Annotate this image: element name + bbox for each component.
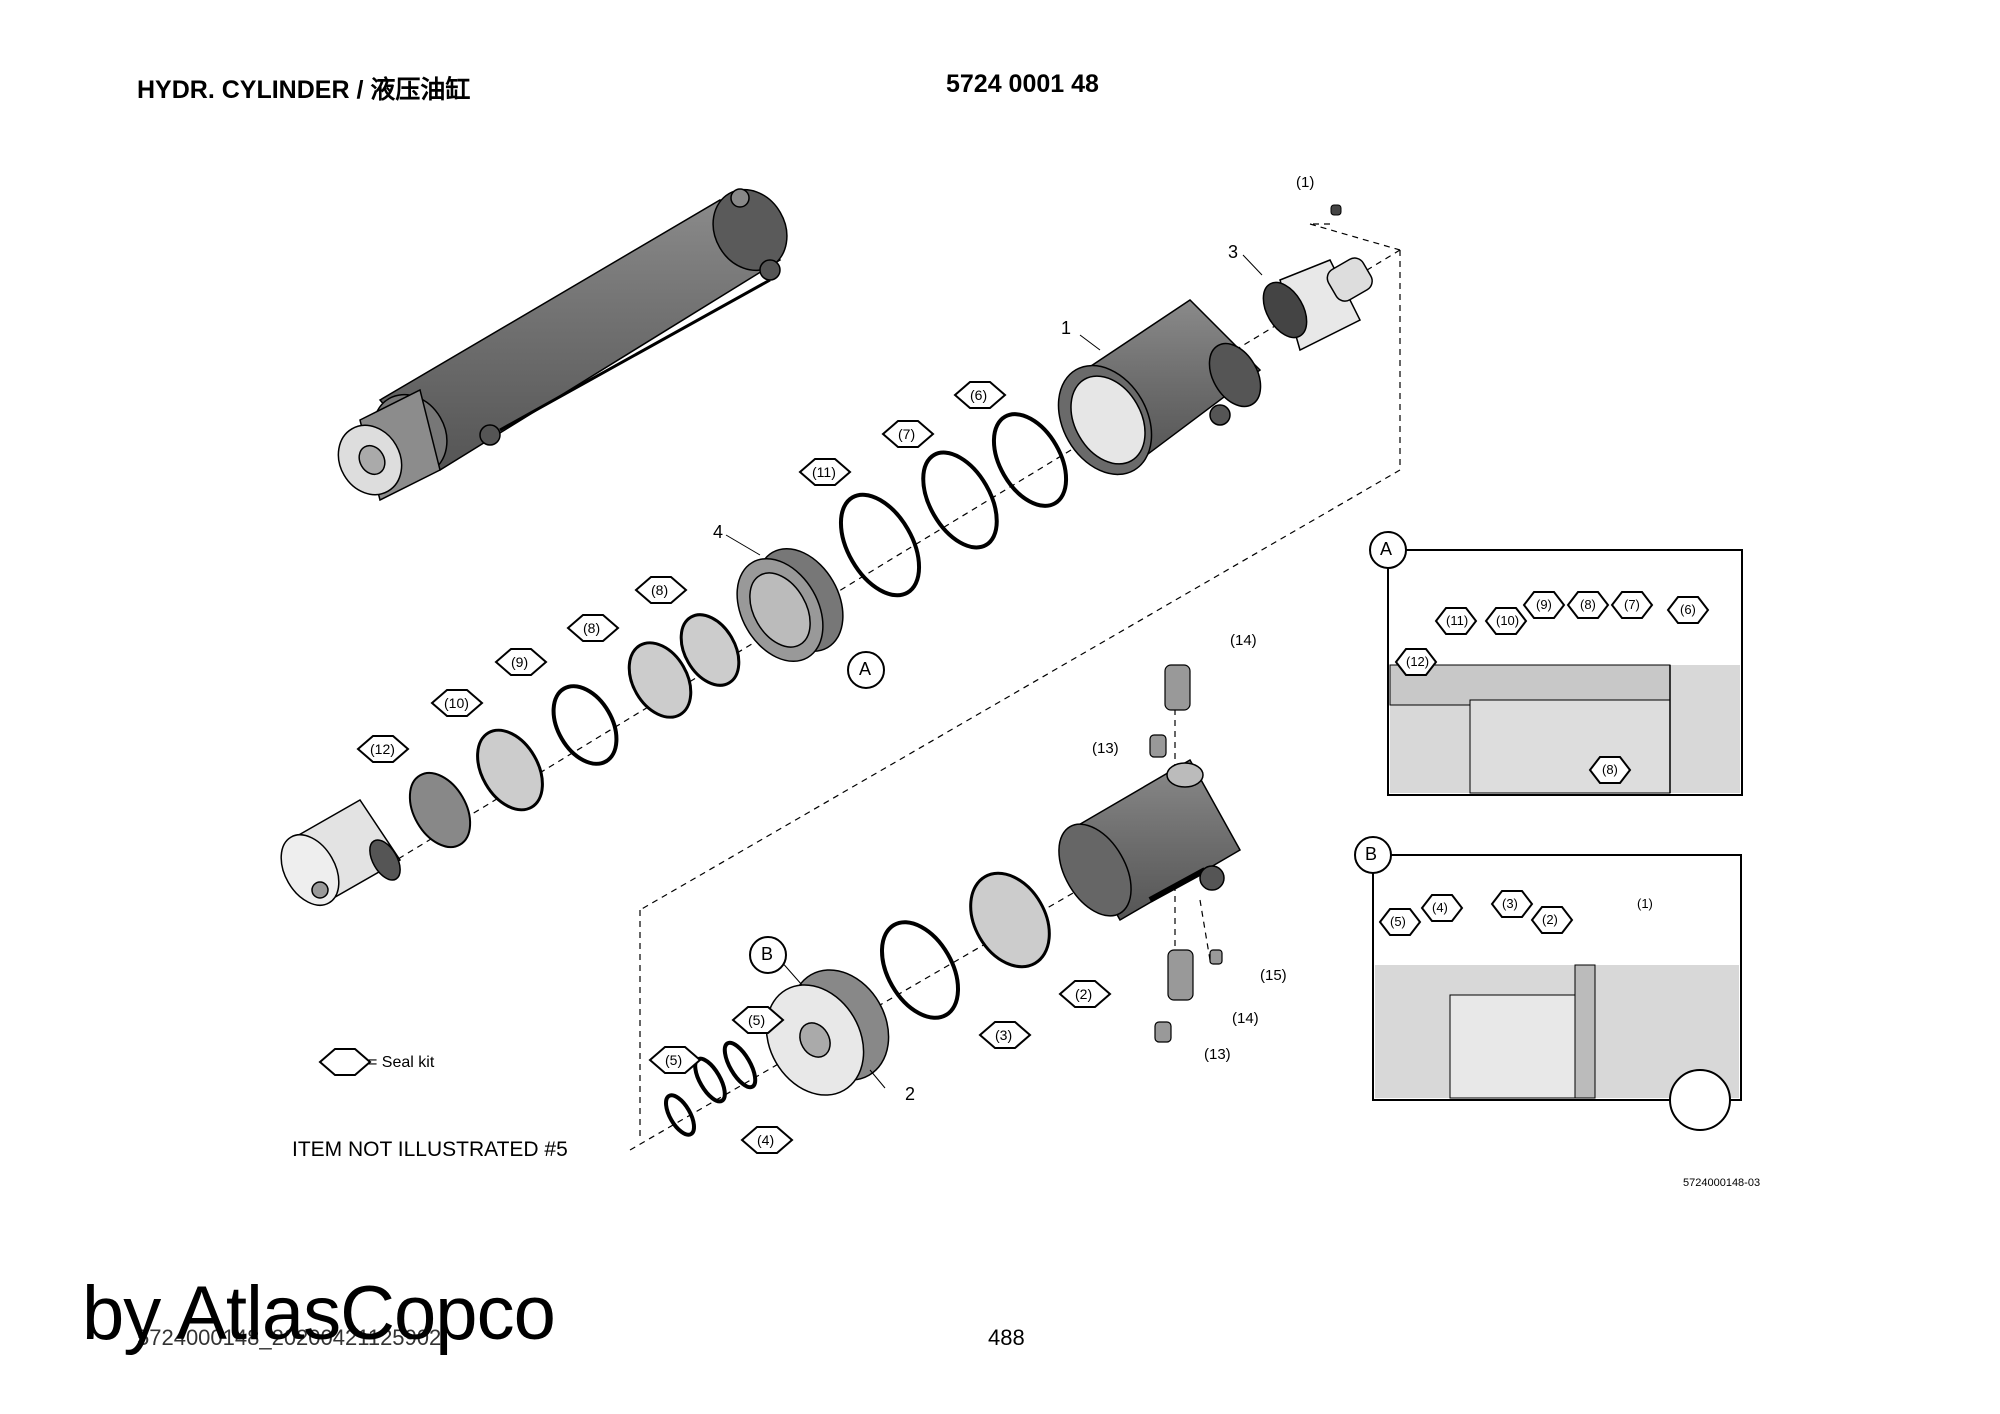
callout-s7: (7) [898, 426, 916, 442]
rod-eye-part-3 [1262, 257, 1373, 352]
assembled-cylinder [337, 188, 788, 502]
detail-b-s3: (3) [1502, 896, 1518, 911]
callout-3: 3 [1228, 242, 1239, 262]
detail-a-panel [1369, 531, 1743, 796]
detail-a-s8-bottom: (8) [1602, 762, 1618, 777]
detail-a-s11: (11) [1446, 613, 1469, 628]
detail-b-s4: (4) [1432, 900, 1448, 915]
callout-1: 1 [1061, 318, 1072, 338]
upper-seal-rings [838, 412, 1069, 598]
callout-2: 2 [905, 1084, 916, 1104]
seal-kit-legend: = Seal kit [368, 1054, 435, 1071]
detail-a-marker: A [859, 659, 872, 679]
callout-p13-a: (13) [1092, 740, 1119, 757]
callout-s12: (12) [370, 741, 395, 757]
grease-nipple-item-1 [1330, 204, 1342, 216]
detail-a-s9: (9) [1536, 597, 1552, 612]
detail-a-s6: (6) [1680, 602, 1696, 617]
callout-p14-b: (14) [1232, 1010, 1259, 1027]
detail-b-s2: (2) [1542, 912, 1558, 927]
detail-a-title: A [1380, 539, 1393, 559]
seal-kit-hex-markers [318, 381, 1112, 1154]
file-reference: 5724000148_20200421125902 [137, 1325, 442, 1350]
part-number: 5724 0001 48 [946, 70, 1099, 98]
figure-id: 5724000148-03 [1683, 1177, 1761, 1189]
lower-left-seal-rings [408, 613, 741, 848]
callout-s3: (3) [995, 1027, 1013, 1043]
detail-b-p1: (1) [1637, 896, 1653, 911]
callout-p15: (15) [1260, 967, 1287, 984]
detail-b-title: B [1365, 844, 1378, 864]
detail-b-panel [1354, 836, 1742, 1131]
detail-b-marker: B [761, 944, 774, 964]
callout-s10: (10) [444, 695, 469, 711]
callout-p13-b: (13) [1204, 1046, 1231, 1063]
detail-a-s7: (7) [1624, 597, 1640, 612]
callout-s8-b: (8) [583, 620, 601, 636]
callout-s4: (4) [757, 1132, 775, 1148]
rod-end-left [280, 799, 402, 906]
page-number: 488 [988, 1325, 1025, 1350]
detail-callout-circles [749, 651, 885, 974]
callout-s2: (2) [1075, 986, 1093, 1002]
barrel-part-1 [1057, 299, 1262, 476]
housing-lower [1058, 758, 1242, 922]
callout-p14-a: (14) [1230, 632, 1257, 649]
callout-s5-b: (5) [665, 1052, 683, 1068]
callout-4: 4 [713, 522, 724, 542]
detail-b-s5: (5) [1390, 914, 1406, 929]
callout-s8-a: (8) [651, 582, 669, 598]
fittings [1149, 664, 1223, 1043]
detail-a-s8-top: (8) [1580, 597, 1596, 612]
detail-a-s12: (12) [1406, 654, 1430, 669]
page-title: HYDR. CYLINDER / 液压油缸 [137, 76, 471, 104]
detail-a-s10: (10) [1496, 613, 1520, 628]
callout-s11: (11) [812, 464, 836, 480]
callout-s9: (9) [511, 654, 529, 670]
callout-s6: (6) [970, 387, 988, 403]
piston-seal-rings [664, 871, 1051, 1137]
gland-part-4 [736, 547, 844, 663]
callout-s5-a: (5) [748, 1012, 766, 1028]
callout-p1: (1) [1296, 174, 1315, 191]
watermark: by AtlasCopco [82, 1271, 556, 1356]
item-not-illustrated-note: ITEM NOT ILLUSTRATED #5 [292, 1138, 568, 1161]
piston-part-2 [765, 969, 890, 1096]
